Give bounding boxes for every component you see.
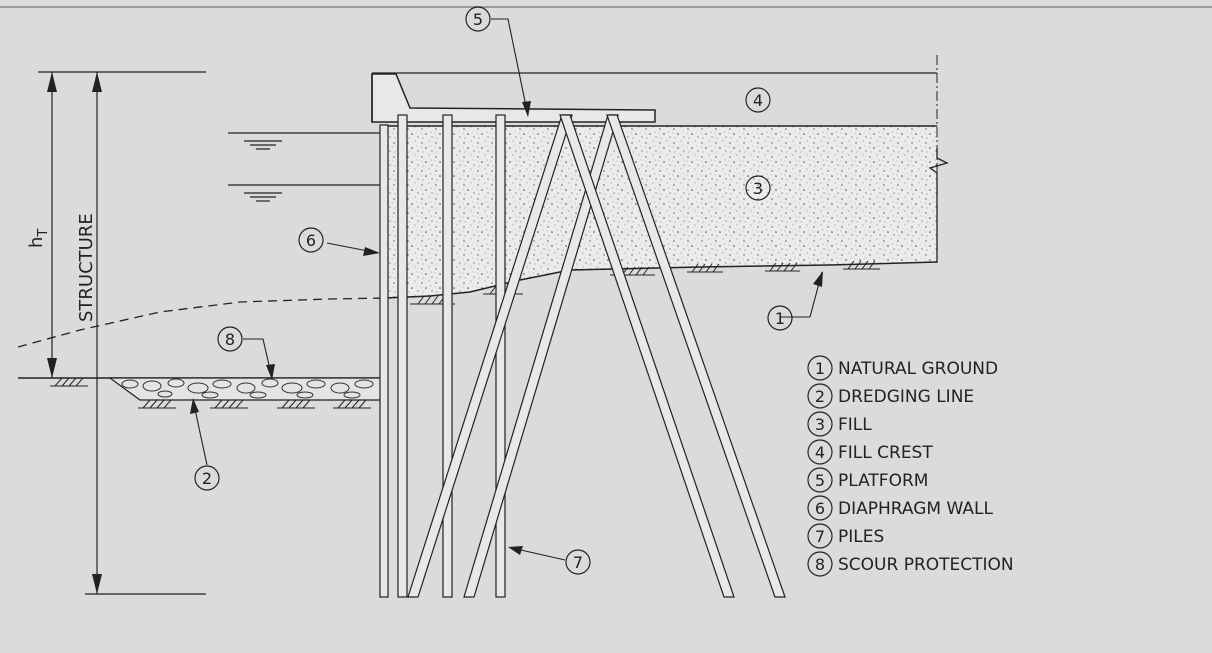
legend-marker-1: 1 (807, 355, 833, 381)
legend-marker-8-circle (807, 551, 833, 577)
legend-marker-2-number: 2 (815, 387, 825, 406)
callout-dredging-line: 2 (194, 465, 220, 491)
callout-natural-ground: 1 (767, 305, 793, 331)
callout-scour-protection-number: 8 (225, 330, 235, 349)
vertical-pile (442, 114, 453, 598)
legend-label-6: DIAPHRAGM WALL (838, 499, 993, 519)
leader-arrowheads (190, 101, 823, 555)
callout-piles-circle (565, 549, 591, 575)
scour-hatching (138, 399, 371, 409)
legend-label-7: PILES (838, 527, 884, 547)
legend-marker-3-number: 3 (815, 415, 825, 434)
legend-marker-7: 7 (807, 523, 833, 549)
callout-natural-ground-number: 1 (775, 309, 785, 328)
callout-markers: 1 2 3 4 5 6 7 8 (194, 6, 793, 575)
legend-marker-7-circle (807, 523, 833, 549)
callout-platform-number: 5 (473, 10, 483, 29)
legend-marker-1-circle (807, 355, 833, 381)
legend-marker-6-circle (807, 495, 833, 521)
legend-marker-3-circle (807, 411, 833, 437)
water-levels (228, 132, 380, 202)
raking-pile (559, 114, 735, 598)
callout-diaphragm-wall-number: 6 (306, 231, 316, 250)
legend-marker-2: 2 (807, 383, 833, 409)
callout-fill-crest: 4 (745, 87, 771, 113)
legend-label-1: NATURAL GROUND (838, 359, 998, 379)
callout-dredging-line-number: 2 (202, 469, 212, 488)
callout-scour-protection-circle (217, 326, 243, 352)
legend-label-5: PLATFORM (838, 471, 928, 491)
legend-marker-5-number: 5 (815, 471, 825, 490)
callout-platform: 5 (465, 6, 491, 32)
legend-marker-6: 6 (807, 495, 833, 521)
legend-marker-4: 4 (807, 439, 833, 465)
legend-label-2: DREDGING LINE (838, 387, 974, 407)
legend-marker-1-number: 1 (815, 359, 825, 378)
callout-diaphragm-wall: 6 (298, 227, 324, 253)
callout-fill-crest-number: 4 (753, 91, 763, 110)
legend: 1 NATURAL GROUND 2 DREDGING LINE 3 FILL 4 FILL … (807, 355, 1014, 577)
callout-piles-number: 7 (573, 553, 583, 572)
dimension-lines (38, 71, 206, 595)
diaphragm-wall (379, 124, 389, 598)
raking-pile (606, 114, 786, 598)
legend-label-3: FILL (838, 415, 872, 435)
natural-ground-line (384, 261, 938, 299)
legend-marker-4-number: 4 (815, 443, 825, 462)
callout-piles: 7 (565, 549, 591, 575)
vertical-pile (495, 114, 506, 598)
callout-fill: 3 (745, 175, 771, 201)
vertical-piles (397, 114, 506, 598)
legend-label-4: FILL CREST (838, 443, 933, 463)
original-ground-dashed (17, 297, 386, 348)
height-label: hT (26, 229, 51, 248)
legend-marker-5: 5 (807, 467, 833, 493)
callout-natural-ground-circle (767, 305, 793, 331)
legend-marker-6-number: 6 (815, 499, 825, 518)
callout-fill-number: 3 (753, 179, 763, 198)
legend-marker-3: 3 (807, 411, 833, 437)
callout-platform-circle (465, 6, 491, 32)
legend-marker-8-number: 8 (815, 555, 825, 574)
callout-scour-protection: 8 (217, 326, 243, 352)
vertical-pile (397, 114, 408, 598)
legend-label-8: SCOUR PROTECTION (838, 555, 1014, 575)
raking-piles (407, 114, 786, 598)
legend-marker-2-circle (807, 383, 833, 409)
legend-marker-4-circle (807, 439, 833, 465)
callout-fill-circle (745, 175, 771, 201)
callout-dredging-line-circle (194, 465, 220, 491)
callout-fill-crest-circle (745, 87, 771, 113)
dimension-arrows (47, 72, 102, 594)
legend-marker-7-number: 7 (815, 527, 825, 546)
seabed-hatching (50, 377, 88, 387)
legend-marker-5-circle (807, 467, 833, 493)
structure-label: STRUCTURE (76, 213, 97, 322)
legend-marker-8: 8 (807, 551, 833, 577)
callout-diaphragm-wall-circle (298, 227, 324, 253)
scour-stones (121, 378, 374, 399)
